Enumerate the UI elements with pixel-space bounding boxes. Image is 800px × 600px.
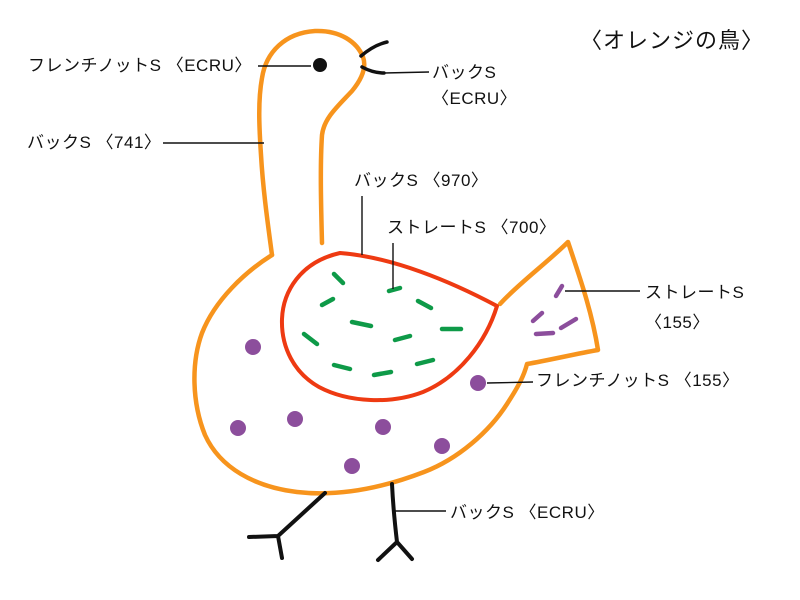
label-neck-stitch: バックS 〈741〉 — [27, 133, 162, 152]
french-knot-dot — [245, 339, 261, 355]
diagram-title: 〈オレンジの鳥〉 — [580, 28, 765, 53]
beak-strokes — [359, 40, 389, 75]
french-knot-dot — [230, 420, 246, 436]
leader-beak — [383, 71, 430, 74]
leader-lines — [163, 65, 640, 512]
label-tail-stitch: ストレートS 〈155〉 — [645, 283, 745, 332]
body-french-knot-dots — [230, 339, 486, 474]
eye-dot — [313, 58, 327, 72]
label-eye-stitch: フレンチノットS 〈ECRU〉 — [28, 56, 252, 75]
wing-stitch-marks — [301, 271, 464, 378]
bird-head-neck-outline — [257, 28, 367, 258]
bird-body-tail-outline — [192, 239, 601, 496]
french-knot-dot — [287, 411, 303, 427]
label-body-dots-stitch: フレンチノットS 〈155〉 — [536, 371, 740, 390]
label-legs-stitch: バックS 〈ECRU〉 — [450, 503, 605, 522]
left-leg — [247, 491, 327, 560]
wing-outline — [279, 251, 499, 403]
leader-body-dots — [486, 381, 534, 384]
french-knot-dot — [375, 419, 391, 435]
french-knot-dot — [470, 375, 486, 391]
tail-stitch-marks — [530, 283, 579, 337]
label-beak-stitch: バックS 〈ECRU〉 — [432, 63, 518, 108]
french-knot-dot — [344, 458, 360, 474]
label-wing-stitch: ストレートS 〈700〉 — [387, 218, 557, 237]
label-wing-outline-stitch: バックS 〈970〉 — [354, 171, 489, 190]
french-knot-dot — [434, 438, 450, 454]
right-leg — [376, 482, 414, 562]
